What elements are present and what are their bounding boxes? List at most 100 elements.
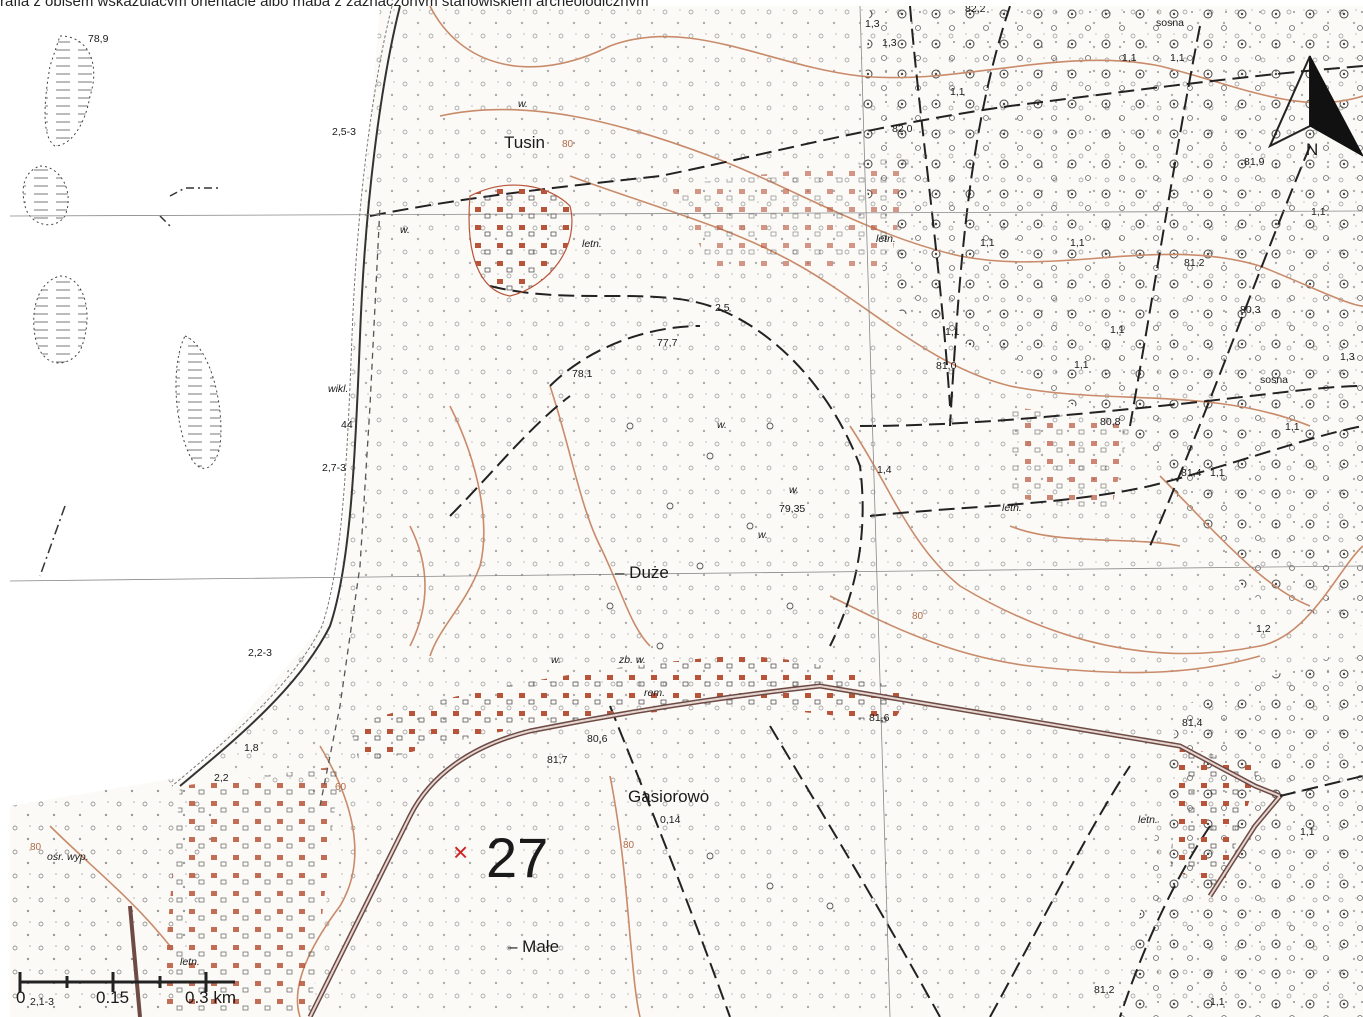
north-arrow-label: N <box>1306 140 1319 159</box>
annotation-label: w. <box>518 98 528 110</box>
annotation-label: 2,5-3 <box>332 126 356 138</box>
elevation-label: 81,4 <box>1181 467 1202 479</box>
contour-value: 80 <box>912 611 924 622</box>
annotation-label: w. <box>400 224 410 236</box>
annotation-label: 1,1 <box>1210 467 1225 479</box>
site-number-label: 27 <box>486 826 549 889</box>
annotation-label: 1,2 <box>1256 623 1271 635</box>
elevation-label: 80,6 <box>587 733 608 745</box>
elevation-label: 82,2 <box>965 6 986 15</box>
annotation-label: rem. <box>644 687 665 699</box>
annotation-label: 1,1 <box>950 86 965 98</box>
elevation-label: 81,2 <box>1094 984 1115 996</box>
place-label-tusin: Tusin <box>504 133 545 152</box>
lake-boundary-dashed <box>159 187 220 227</box>
scale-label-015: 0.15 <box>96 988 130 1007</box>
annotation-label: sosna <box>1156 17 1185 29</box>
lake-boundary-dashed-2 <box>39 505 66 577</box>
elevation-label: 79,35 <box>779 503 806 515</box>
annotation-label: 1,8 <box>244 742 259 754</box>
contour-value: 80 <box>562 139 574 150</box>
vegetation-symbols <box>606 422 834 910</box>
annotation-label: 1,1 <box>1300 826 1315 838</box>
elevation-label: 81,7 <box>547 754 568 766</box>
marsh-island-3 <box>33 275 88 364</box>
scale-label-0: 0 <box>16 988 26 1007</box>
elevation-label: 81,0 <box>936 360 957 372</box>
elevation-label: 82,0 <box>892 123 913 135</box>
scale-label-03km: 0.3 km <box>185 988 237 1007</box>
annotation-label: 1,1 <box>980 237 995 249</box>
topographic-map: Tusin – Duże Gąsiorowo 0,14 – Małe × 27 … <box>10 6 1363 1017</box>
annotation-label: 1,4 <box>877 464 892 476</box>
elevation-label: 78,9 <box>88 33 109 45</box>
shoreline <box>179 6 401 787</box>
site-marker-icon: × <box>453 837 469 867</box>
annotation-label: 1,1 <box>1110 324 1125 336</box>
annotation-label: ośr. wyp. <box>47 851 89 863</box>
annotation-label: 1,1 <box>1285 421 1300 433</box>
annotation-label: 2,2-3 <box>248 647 272 659</box>
marsh-island-2 <box>22 165 69 226</box>
contour-value: 80 <box>623 840 635 851</box>
elevation-label: 77,7 <box>657 337 678 349</box>
annotation-label: 1,3 <box>1340 351 1355 363</box>
annotation-label: 44 <box>341 419 353 431</box>
east-road <box>1279 775 1363 797</box>
contour-value: 60 <box>335 782 347 793</box>
annotation-label: 1,1 <box>1122 52 1137 64</box>
annotation-label: 2,2 <box>214 772 229 784</box>
scale-bar <box>18 972 235 992</box>
settlement-northeast <box>670 156 910 266</box>
contour-lines <box>49 6 1363 1017</box>
place-label-duze: – Duże <box>615 563 669 582</box>
annotation-label: sosna <box>1260 374 1289 386</box>
north-arrow-icon <box>1267 55 1363 157</box>
dashed-shore-track <box>319 205 381 807</box>
settlement-tusin <box>468 184 573 297</box>
annotation-label: 2,5 <box>715 302 730 314</box>
annotation-label: letn. <box>1002 502 1022 514</box>
annotation-label: w. <box>717 419 727 431</box>
annotation-label: 1,1 <box>1210 996 1225 1008</box>
settlement-southwest <box>160 766 340 1017</box>
figure-caption: rafia z opisem wskazującym orientację al… <box>0 0 649 10</box>
forest-area-southeast <box>1120 646 1363 1017</box>
elevation-label: 81,2 <box>1184 257 1205 269</box>
elevation-label: 78,1 <box>572 368 593 380</box>
annotation-label: 1,1 <box>1074 359 1089 371</box>
annotation-label: w. <box>789 484 799 496</box>
settlement-right <box>1010 406 1130 516</box>
main-road <box>307 683 1285 1017</box>
annotation-label: w. <box>758 529 768 541</box>
annotation-label: letn. <box>582 238 602 250</box>
annotation-label: letn. <box>1138 814 1158 826</box>
shoreline-inner <box>171 6 393 787</box>
annotation-label: 1,1 <box>945 326 960 338</box>
settlement-east <box>1170 746 1260 896</box>
place-label-gasiorowo: Gąsiorowo <box>628 787 710 806</box>
annotation-label: wikl. <box>328 383 349 395</box>
annotation-label: zb. w. <box>619 654 646 666</box>
marsh-island-4 <box>175 335 222 469</box>
annotation-label: letn. <box>876 233 896 245</box>
elevation-label: 81,9 <box>1244 156 1265 168</box>
place-label-male: – Małe <box>508 937 560 956</box>
annotation-label: 1,3 <box>882 37 897 49</box>
marsh-island-1 <box>44 35 95 147</box>
annotation-label: 1,1 <box>1311 206 1326 218</box>
elevation-label: 81,4 <box>1182 717 1203 729</box>
elevation-label: 81,6 <box>869 712 890 724</box>
annotation-label: letn. <box>180 956 200 968</box>
annotation-label: 2,7-3 <box>322 462 346 474</box>
annotation-label: 1,1 <box>1170 52 1185 64</box>
elevation-label: 80,8 <box>1100 416 1121 428</box>
secondary-road <box>128 905 142 1017</box>
annotation-label: 1,3 <box>865 18 880 30</box>
contour-value: 80 <box>30 842 42 853</box>
annotation-label: w. <box>551 654 561 666</box>
elevation-label: 80,3 <box>1240 304 1261 316</box>
annotation-label: 1,1 <box>1070 237 1085 249</box>
map-canvas <box>10 6 1363 1017</box>
annotation-label: 2,1-3 <box>30 996 54 1008</box>
